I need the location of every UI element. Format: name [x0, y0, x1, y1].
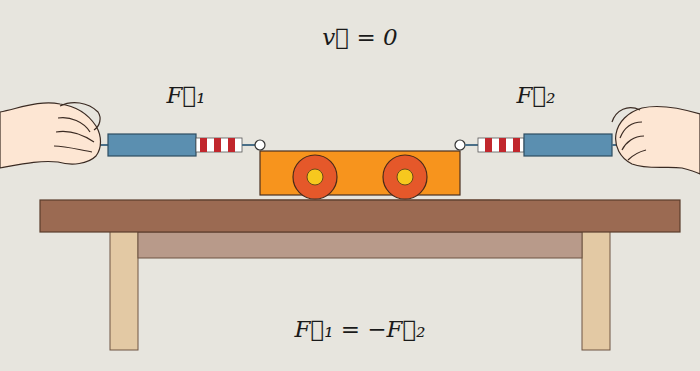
vector-label: F⃗₁ = −F⃗₂ — [294, 316, 425, 344]
right-hand — [612, 106, 700, 174]
vector-label: F⃗₂ — [517, 82, 556, 110]
left-hand — [0, 103, 101, 168]
table — [40, 200, 680, 350]
spring-scale-right — [455, 134, 626, 156]
spring-scale-left — [96, 134, 265, 156]
cart — [260, 151, 460, 199]
vector-label: v⃗ = 0 — [322, 24, 397, 52]
vector-label: F⃗₁ — [167, 82, 206, 110]
